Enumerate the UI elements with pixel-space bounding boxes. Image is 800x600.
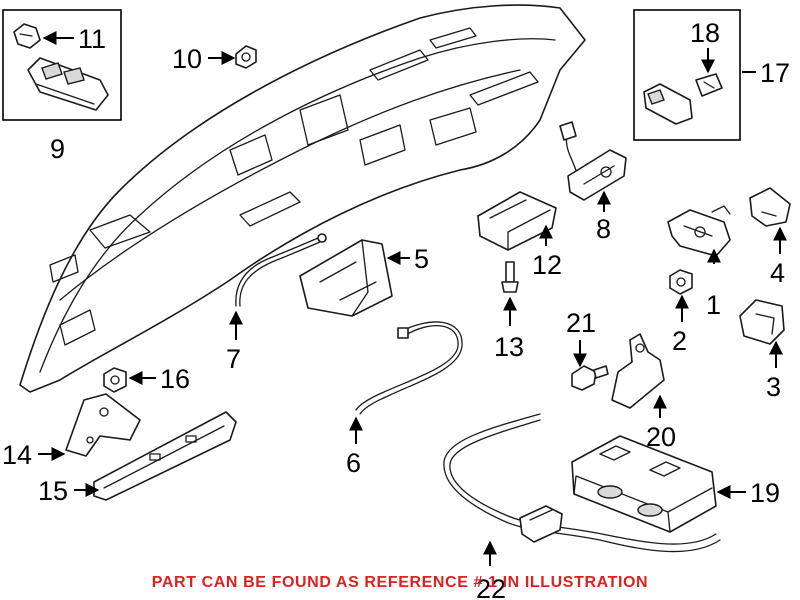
striker-part-3 bbox=[739, 299, 785, 345]
cable-part-7 bbox=[235, 233, 327, 307]
trunk-lid bbox=[19, 4, 586, 393]
callouts: 11 9 10 18 17 8 12 13 5 7 6 1 4 2 3 21 2… bbox=[2, 18, 790, 600]
bracket-part-20 bbox=[611, 333, 665, 409]
nut-part-16 bbox=[103, 367, 127, 393]
callout-9: 9 bbox=[50, 134, 65, 164]
callout-22: 22 bbox=[476, 574, 506, 600]
callout-17: 17 bbox=[760, 58, 790, 88]
callout-8: 8 bbox=[596, 214, 611, 244]
lamp-part-17 bbox=[643, 83, 693, 125]
callout-14: 14 bbox=[2, 440, 32, 470]
callout-18: 18 bbox=[690, 18, 720, 48]
callout-1: 1 bbox=[706, 290, 721, 320]
inset-box-9 bbox=[2, 9, 122, 121]
callout-5: 5 bbox=[414, 244, 429, 274]
housing-part-5 bbox=[299, 239, 393, 317]
bolt-part-21 bbox=[571, 365, 609, 391]
clip-part-10 bbox=[235, 45, 257, 69]
callout-21: 21 bbox=[566, 308, 596, 338]
callout-12: 12 bbox=[532, 250, 562, 280]
cable-part-6 bbox=[355, 321, 463, 415]
callout-11: 11 bbox=[78, 24, 106, 54]
nut-part-2 bbox=[669, 269, 693, 295]
callout-15: 15 bbox=[38, 476, 68, 506]
bracket-part-4 bbox=[749, 187, 791, 227]
callout-2: 2 bbox=[672, 326, 687, 356]
hinge-part-14 bbox=[65, 393, 141, 457]
callout-4: 4 bbox=[770, 258, 785, 288]
callout-10: 10 bbox=[172, 44, 202, 74]
cover-part-12 bbox=[477, 191, 557, 251]
stud-part-13 bbox=[501, 261, 519, 293]
switch-part-9 bbox=[27, 57, 109, 111]
callout-7: 7 bbox=[226, 344, 241, 374]
module-part-19 bbox=[571, 435, 717, 533]
hose-part-22 bbox=[443, 413, 721, 553]
inset-box-17 bbox=[633, 9, 741, 141]
callout-13: 13 bbox=[494, 332, 524, 362]
callout-3: 3 bbox=[766, 372, 781, 402]
handle-switch-part-8 bbox=[559, 121, 627, 201]
reference-notice: PART CAN BE FOUND AS REFERENCE # 1 IN IL… bbox=[151, 574, 649, 591]
callout-16: 16 bbox=[160, 364, 190, 394]
callout-19: 19 bbox=[750, 478, 780, 508]
callout-20: 20 bbox=[646, 422, 676, 452]
clip-part-11 bbox=[13, 23, 41, 49]
bulb-part-18 bbox=[695, 73, 723, 97]
latch-part-1 bbox=[667, 205, 731, 257]
callout-6: 6 bbox=[346, 448, 361, 478]
